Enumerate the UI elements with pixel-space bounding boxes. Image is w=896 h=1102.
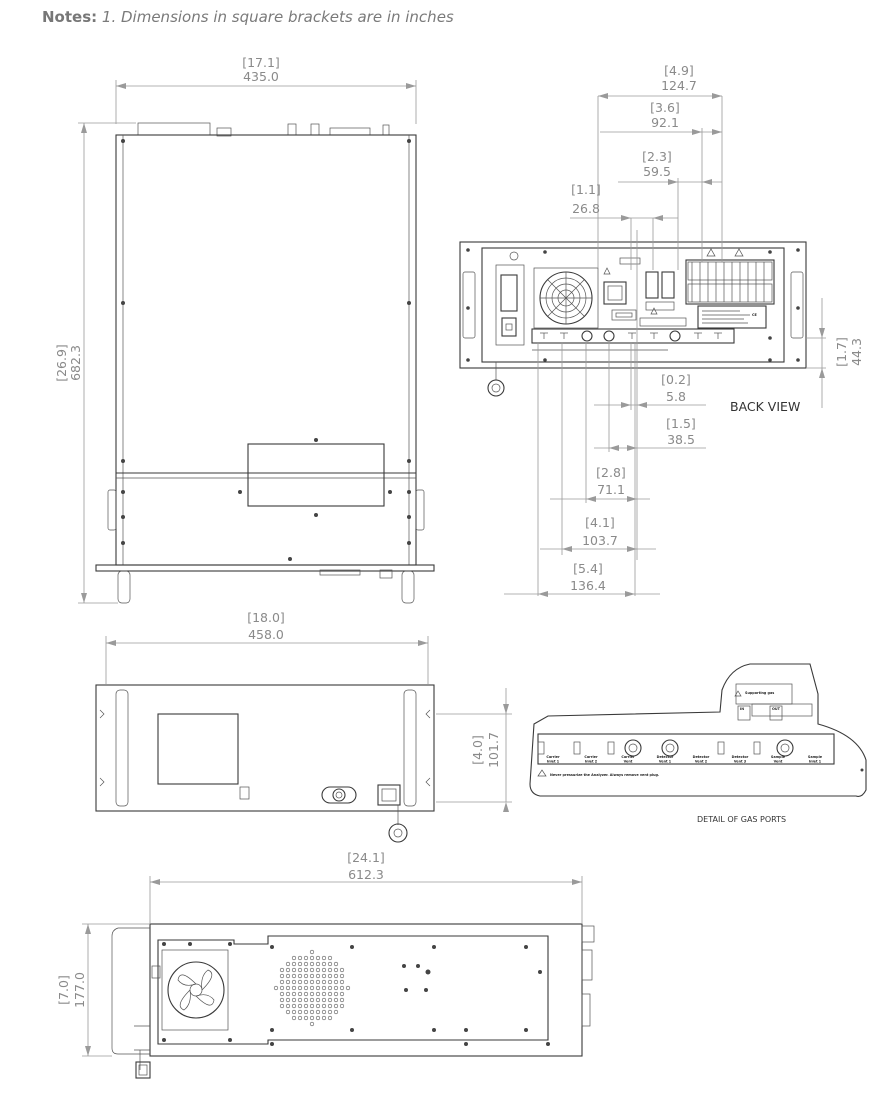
notes-text: 1. Dimensions in square brackets are in … [101,8,454,26]
dimensions: [17.1] 435.0 [26.9] 682.3 [4.9] 124.7 [54,55,864,1057]
svg-text:71.1: 71.1 [597,482,625,497]
dim-front-width: [18.0] 458.0 [105,610,429,684]
gas-warning-text: Never pressurize the Analyzer. Always re… [550,773,659,777]
svg-text:[2.8]: [2.8] [596,465,626,480]
dim-back-c: [2.3] 59.5 [618,149,722,185]
svg-text:177.0: 177.0 [72,972,87,1008]
front-view [95,684,435,843]
dim-back-d: [1.1] 26.8 [570,182,678,221]
detail-gas-ports-label: DETAIL OF GAS PORTS [697,815,786,824]
svg-text:103.7: 103.7 [582,533,618,548]
svg-text:[26.9]: [26.9] [54,344,69,382]
back-view-label: BACK VIEW [730,399,800,414]
gas-port-detail: Supporting gas IN OUT Never pressurize t… [529,663,867,797]
svg-text:CE: CE [752,313,757,317]
svg-text:26.8: 26.8 [572,201,600,216]
dim-back-f: [1.5] 38.5 [594,416,706,451]
svg-text:[5.4]: [5.4] [573,561,603,576]
svg-text:[17.1]: [17.1] [242,55,280,70]
svg-text:124.7: 124.7 [661,78,697,93]
back-view: CE [459,241,807,397]
dim-top-depth: [26.9] 682.3 [54,122,136,604]
supporting-gas-label: Supporting gas [745,691,774,695]
svg-text:435.0: 435.0 [243,69,279,84]
svg-text:[4.1]: [4.1] [585,515,615,530]
svg-text:[18.0]: [18.0] [247,610,285,625]
svg-text:44.3: 44.3 [849,338,864,366]
svg-text:101.7: 101.7 [486,732,501,768]
side-view [111,923,595,1079]
svg-text:[2.3]: [2.3] [642,149,672,164]
svg-text:[3.6]: [3.6] [650,100,680,115]
svg-text:[1.1]: [1.1] [571,182,601,197]
svg-text:92.1: 92.1 [651,115,679,130]
vent-grille [273,949,351,1027]
svg-text:[0.2]: [0.2] [661,372,691,387]
dim-back-height: [1.7] 44.3 [819,298,864,408]
gas-out-label: OUT [772,707,781,711]
dim-back-b: [3.6] 92.1 [600,100,722,135]
svg-text:[4.9]: [4.9] [664,63,694,78]
svg-text:[24.1]: [24.1] [347,850,385,865]
back-extension-lines [537,96,826,596]
dim-side-length: [24.1] 612.3 [149,850,583,924]
dim-back-h: [4.1] 103.7 [540,515,656,552]
svg-text:[1.7]: [1.7] [834,337,849,367]
svg-text:38.5: 38.5 [667,432,695,447]
fan-icon [533,267,599,329]
svg-text:136.4: 136.4 [570,578,606,593]
dim-back-g: [2.8] 71.1 [550,465,650,502]
svg-text:682.3: 682.3 [68,345,83,381]
svg-text:[1.5]: [1.5] [666,416,696,431]
svg-text:5.8: 5.8 [666,389,686,404]
svg-text:458.0: 458.0 [248,627,284,642]
notes: Notes: 1. Dimensions in square brackets … [42,8,454,26]
dim-front-height: [4.0] 101.7 [436,688,512,812]
dim-side-height: [7.0] 177.0 [56,923,150,1057]
gas-in-label: IN [740,707,744,711]
top-view [95,122,435,604]
dim-back-a: [4.9] 124.7 [598,63,722,99]
svg-text:612.3: 612.3 [348,867,384,882]
dim-back-e: [0.2] 5.8 [594,372,706,408]
svg-text:59.5: 59.5 [643,164,671,179]
svg-text:[4.0]: [4.0] [470,735,485,765]
notes-label: Notes: [42,8,98,26]
side-fan-icon [167,961,225,1019]
svg-text:[7.0]: [7.0] [56,975,71,1005]
terminal-block [685,259,775,305]
dim-top-width: [17.1] 435.0 [115,55,417,124]
dim-back-i: [5.4] 136.4 [504,561,660,597]
